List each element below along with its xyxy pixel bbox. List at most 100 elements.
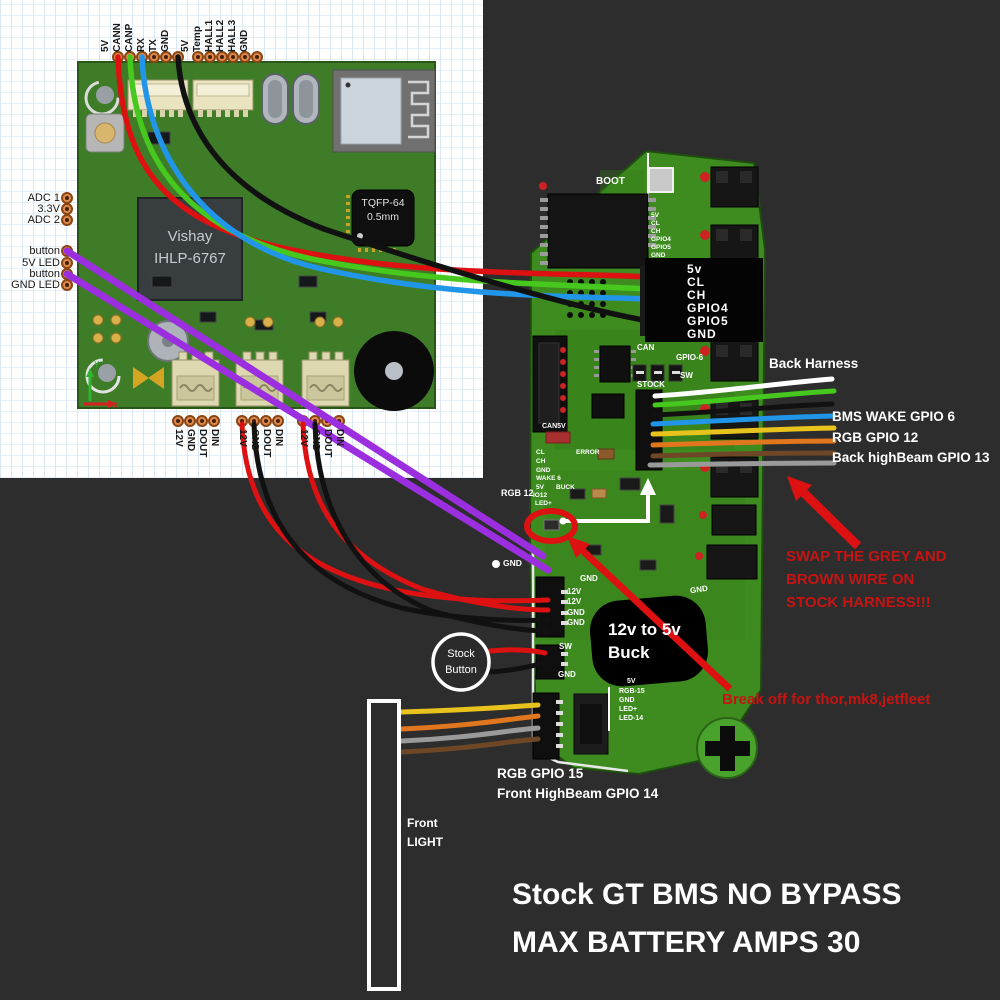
bottom-pin-dots bbox=[172, 415, 345, 427]
gpio6-label: GPIO-6 bbox=[676, 353, 704, 362]
break-off-arrow bbox=[580, 548, 733, 692]
wire-button-purple-1 bbox=[63, 247, 547, 560]
front-wire-yellow bbox=[399, 702, 541, 715]
io-buck: BUCK bbox=[556, 484, 575, 491]
power-pin-12v-1: 12V bbox=[567, 587, 582, 596]
board-logo bbox=[133, 367, 164, 389]
box-5v: 5v bbox=[687, 262, 703, 276]
stock-button-label: Stock Button bbox=[433, 646, 489, 678]
pin-label-rx: RX bbox=[136, 38, 147, 52]
harness-wire-brown bbox=[650, 450, 837, 459]
gnd-dot bbox=[492, 560, 500, 568]
harness-wire-green bbox=[652, 388, 837, 408]
front-silk-5v: 5V bbox=[627, 678, 636, 685]
harness-wire-orange bbox=[650, 438, 837, 448]
io-cl: CL bbox=[536, 449, 545, 456]
pin-label-gnd2: GND bbox=[239, 29, 250, 52]
pin-label-gnd-g2: GND bbox=[249, 429, 260, 452]
front-wire-brown bbox=[399, 736, 541, 755]
power-pin-12v-2: 12V bbox=[567, 597, 582, 606]
front-light-label: Front LIGHT bbox=[407, 814, 443, 852]
crystal-1 bbox=[261, 73, 289, 125]
inductor-chip-label: Vishay IHLP-6767 bbox=[138, 226, 242, 270]
pin-label-button1: button bbox=[29, 245, 60, 257]
pin-label-cann: CANN bbox=[112, 23, 123, 52]
boot-button bbox=[648, 167, 674, 193]
ledplus-label: LED+ bbox=[535, 500, 552, 507]
wire-button-purple-2 bbox=[63, 270, 552, 574]
wire-gnd-black-1 bbox=[251, 421, 551, 623]
can-label: CAN bbox=[637, 343, 655, 352]
silk-cl: CL bbox=[651, 220, 660, 227]
swap-warning-line3: STOCK HARNESS!!! bbox=[786, 594, 931, 611]
rgb-gpio15-label: RGB GPIO 15 bbox=[497, 766, 584, 781]
axis-x-label: X bbox=[113, 401, 119, 410]
pin-label-adc1: ADC 1 bbox=[27, 192, 60, 204]
harness-wire-white bbox=[652, 376, 835, 399]
pin-label-12v-g1: 12V bbox=[173, 429, 184, 447]
sw-label: SW bbox=[680, 371, 693, 380]
tqfp-line2: 0.5mm bbox=[366, 211, 400, 223]
wifi-module bbox=[332, 69, 436, 153]
front-light-line2: LIGHT bbox=[407, 835, 443, 849]
pin-label-tx: TX bbox=[148, 39, 159, 52]
wire-12v-red-1 bbox=[239, 421, 551, 604]
silk-gpio4: GPIO4 bbox=[651, 236, 671, 243]
bms-wake-label: BMS WAKE GPIO 6 bbox=[832, 409, 956, 424]
rgb-gpio12-label: RGB GPIO 12 bbox=[832, 430, 919, 445]
back-highbeam-label: Back highBeam GPIO 13 bbox=[832, 450, 990, 465]
wire-canp-blue bbox=[139, 54, 652, 302]
highlight-circle bbox=[524, 508, 578, 544]
wire-gnd-black bbox=[175, 54, 652, 324]
harness-wire-yellow bbox=[650, 425, 837, 437]
wire-12v-red-2 bbox=[300, 421, 551, 613]
front-silk-led14: LED-14 bbox=[619, 715, 644, 722]
swap-warning-line2: BROWN WIRE ON bbox=[786, 571, 915, 588]
gnd-label-1: GND bbox=[503, 558, 522, 568]
rgb12-silk-label: RGB 12 bbox=[501, 488, 534, 498]
front-silk-ledplus: LED+ bbox=[619, 706, 638, 713]
small-chips bbox=[545, 345, 683, 571]
harness-wire-blue bbox=[650, 413, 837, 427]
axis-y-label: Y bbox=[94, 360, 100, 369]
pin-label-canp: CANP bbox=[124, 23, 135, 52]
io-gnd: GND bbox=[536, 467, 551, 474]
mount-hole bbox=[696, 717, 758, 779]
front-light-line1: Front bbox=[407, 816, 438, 830]
circled-component bbox=[543, 519, 560, 531]
swap-arrow bbox=[800, 489, 862, 550]
pin-label-button2: button bbox=[29, 268, 60, 280]
pin-label-gnd-g1: GND bbox=[185, 429, 196, 452]
pin-label-temp: Temp bbox=[192, 26, 203, 52]
axis-indicator: Y X bbox=[84, 358, 121, 410]
pin-label-3v3: 3.3V bbox=[37, 203, 60, 215]
stock-button-line1: Stock bbox=[447, 648, 475, 660]
power-pin-gnd-2: GND bbox=[567, 618, 585, 627]
pin-label-5v2: 5V bbox=[180, 39, 191, 52]
wire-5v-red bbox=[115, 54, 652, 280]
tqfp-line1: TQFP-64 bbox=[361, 197, 405, 209]
stock-button-wire-red bbox=[487, 647, 548, 656]
crystal-2 bbox=[292, 73, 320, 125]
silk-gpio5: GPIO5 bbox=[651, 244, 671, 251]
pin-label-gnd: GND bbox=[160, 29, 171, 52]
pin-label-dout-g2: DOUT bbox=[261, 429, 272, 458]
harness-wire-black bbox=[652, 401, 835, 418]
front-wire-orange bbox=[399, 713, 541, 732]
pin-label-din-g1: DIN bbox=[209, 429, 220, 447]
chip-line1: Vishay bbox=[167, 228, 213, 245]
silk-gnd: GND bbox=[651, 252, 666, 259]
buck-line1: 12v to 5v bbox=[608, 620, 681, 639]
pin-label-hall2: HALL2 bbox=[215, 19, 226, 52]
stock-label: STOCK bbox=[637, 380, 665, 389]
pin-label-12v-g3: 12V bbox=[298, 429, 309, 447]
diagram-title-line2: MAX BATTERY AMPS 30 bbox=[512, 926, 861, 959]
power-pin-gnd-1: GND bbox=[567, 608, 585, 617]
mcu-chip bbox=[539, 182, 656, 269]
diagram-title-line1: Stock GT BMS NO BYPASS bbox=[512, 878, 902, 911]
pin-label-5v: 5V bbox=[100, 39, 111, 52]
box-gpio4: GPIO4 bbox=[687, 301, 729, 315]
swap-warning-line1: SWAP THE GREY AND bbox=[786, 548, 947, 565]
